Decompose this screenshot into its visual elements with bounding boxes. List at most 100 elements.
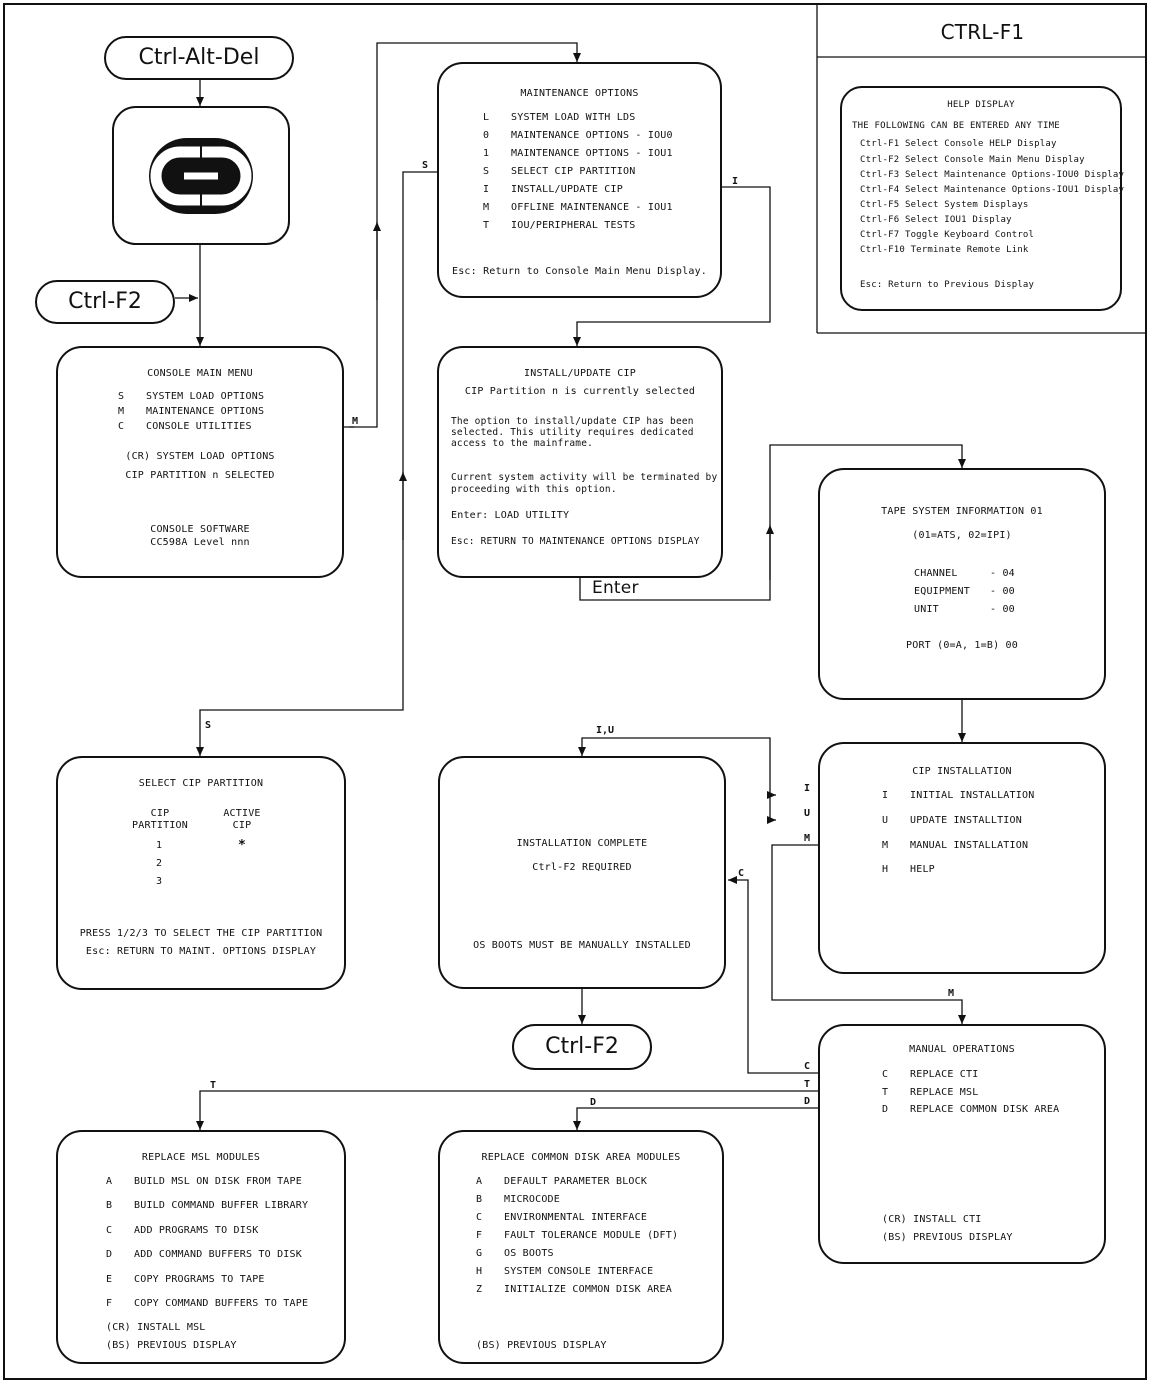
help-item: Ctrl-F1 Select Console HELP Display <box>860 139 1057 149</box>
help-intro: THE FOLLOWING CAN BE ENTERED ANY TIME <box>852 121 1060 131</box>
select-esc: Esc: RETURN TO MAINT. OPTIONS DISPLAY <box>85 946 317 957</box>
edge-label: C <box>738 868 745 879</box>
edge-label: I <box>804 783 811 794</box>
edge-label: M <box>804 833 811 844</box>
help-title: HELP DISPLAY <box>947 100 1015 110</box>
edge-maint-s-to-select <box>196 171 448 756</box>
complete-title: INSTALLATION COMPLETE <box>516 838 648 849</box>
help-esc: Esc: Return to Previous Display <box>860 280 1035 290</box>
edge-label: D <box>590 1097 597 1108</box>
msl-cr: (CR) INSTALL MSL <box>106 1322 206 1333</box>
tape-port: PORT (0=A, 1=B) 00 <box>906 640 1018 651</box>
edge-label: M <box>352 416 359 427</box>
install-para1: The option to install/update CIP has bee… <box>451 416 694 449</box>
tape-field: CHANNEL- 04 <box>914 568 1015 579</box>
help-item: Ctrl-F5 Select System Displays <box>860 200 1029 210</box>
edge-label: T <box>210 1080 217 1091</box>
edge-c-to-complete <box>728 876 818 1074</box>
complete-line3: OS BOOTS MUST BE MANUALLY INSTALLED <box>473 940 691 951</box>
ctrl-f2-pill-bottom: Ctrl-F2 <box>512 1024 652 1070</box>
install-subtitle: CIP Partition n is currently selected <box>464 386 696 397</box>
ctrlf1-title: CTRL-F1 <box>940 20 1025 44</box>
partition-row: 3 <box>156 876 163 887</box>
maint-esc: Esc: Return to Console Main Menu Display… <box>451 266 708 277</box>
edge-label: I <box>732 176 739 187</box>
main-menu-cr: (CR) SYSTEM LOAD OPTIONS <box>125 451 275 462</box>
select-press: PRESS 1/2/3 TO SELECT THE CIP PARTITION <box>79 928 323 939</box>
tape-types: (01=ATS, 02=IPI) <box>912 530 1012 541</box>
edge-d-to-cda <box>573 1107 818 1130</box>
logo-box <box>112 106 290 245</box>
edge-t-to-msl <box>196 1090 818 1130</box>
edge-label: T <box>804 1079 811 1090</box>
edge-label: S <box>422 160 429 171</box>
edge-label: D <box>804 1096 811 1107</box>
tape-field: UNIT- 00 <box>914 604 1015 615</box>
partition-row: 2 <box>156 858 163 869</box>
edge-maint-i-to-install <box>573 186 771 346</box>
help-item: Ctrl-F10 Terminate Remote Link <box>860 245 1029 255</box>
help-item: Ctrl-F6 Select IOU1 Display <box>860 215 1012 225</box>
manual-cr: (CR) INSTALL CTI <box>882 1214 982 1225</box>
main-menu-title: CONSOLE MAIN MENU <box>147 368 253 379</box>
edge-label: C <box>804 1061 811 1072</box>
edge-m-to-manual <box>771 844 966 1024</box>
partition-row: 1 <box>156 840 163 851</box>
cda-title: REPLACE COMMON DISK AREA MODULES <box>481 1152 681 1163</box>
complete-line2: Ctrl-F2 REQUIRED <box>532 862 632 873</box>
tape-title: TAPE SYSTEM INFORMATION 01 <box>881 506 1043 517</box>
install-update-cip-box: INSTALL/UPDATE CIP CIP Partition n is cu… <box>437 346 723 578</box>
cdc-logo-icon <box>149 138 253 214</box>
manual-bs: (BS) PREVIOUS DISPLAY <box>882 1232 1013 1243</box>
manual-title: MANUAL OPERATIONS <box>909 1044 1015 1055</box>
help-item: Ctrl-F3 Select Maintenance Options-IOU0 … <box>860 170 1125 180</box>
edge-label: I,U <box>596 725 615 736</box>
install-para2: Current system activity will be terminat… <box>451 472 718 495</box>
main-menu-software: CONSOLE SOFTWARE <box>150 524 250 535</box>
help-display-box: HELP DISPLAY THE FOLLOWING CAN BE ENTERE… <box>840 86 1125 311</box>
main-menu-level: CC598A Level nnn <box>150 537 250 548</box>
tape-system-info-box: TAPE SYSTEM INFORMATION 01 (01=ATS, 02=I… <box>818 468 1106 700</box>
installation-complete-box: INSTALLATION COMPLETE Ctrl-F2 REQUIRED O… <box>438 756 726 989</box>
cipinst-title: CIP INSTALLATION <box>912 766 1012 777</box>
ctrl-f2-pill: Ctrl-F2 <box>35 280 175 324</box>
edge-label: M <box>948 988 955 999</box>
enter-label: Enter <box>592 578 639 598</box>
help-item: Ctrl-F7 Toggle Keyboard Control <box>860 230 1035 240</box>
